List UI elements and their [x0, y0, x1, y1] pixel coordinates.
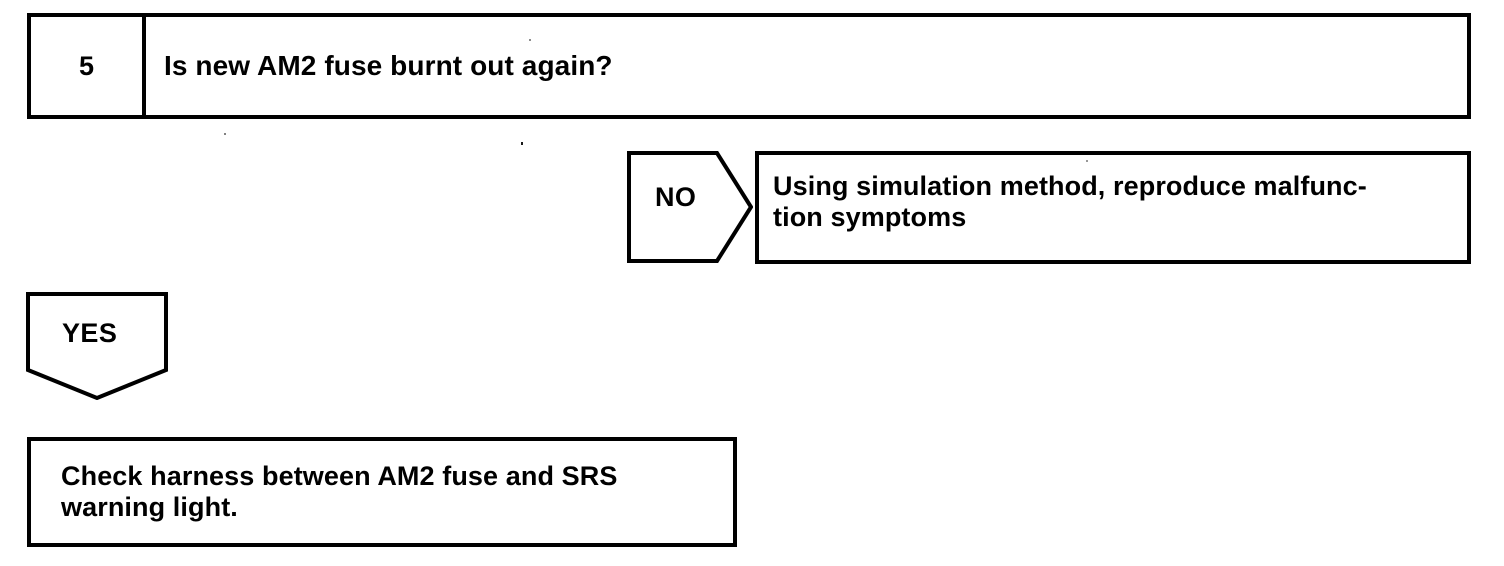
branch-yes-pentagon-icon [26, 292, 168, 400]
step-number-cell: 5 [31, 17, 146, 115]
branch-no: NO [627, 151, 753, 263]
step-question-text: Is new AM2 fuse burnt out again? [164, 50, 613, 82]
branch-yes: YES [26, 292, 168, 400]
action-text-harness: Check harness between AM2 fuse and SRS w… [61, 461, 618, 522]
action-text-simulation: Using simulation method, reproduce malfu… [773, 171, 1367, 232]
step-question-row: 5 Is new AM2 fuse burnt out again? [27, 13, 1471, 119]
branch-yes-label: YES [62, 318, 118, 348]
scan-speck [224, 133, 226, 135]
step-number: 5 [78, 50, 95, 81]
step-question-cell: Is new AM2 fuse burnt out again? [146, 17, 1467, 115]
scan-speck [1086, 160, 1088, 162]
branch-no-pentagon-icon [627, 151, 753, 263]
scan-speck [521, 142, 523, 145]
branch-no-label: NO [655, 182, 697, 212]
scan-speck [529, 39, 531, 41]
action-box-simulation: Using simulation method, reproduce malfu… [755, 151, 1471, 264]
action-box-harness: Check harness between AM2 fuse and SRS w… [27, 437, 737, 547]
